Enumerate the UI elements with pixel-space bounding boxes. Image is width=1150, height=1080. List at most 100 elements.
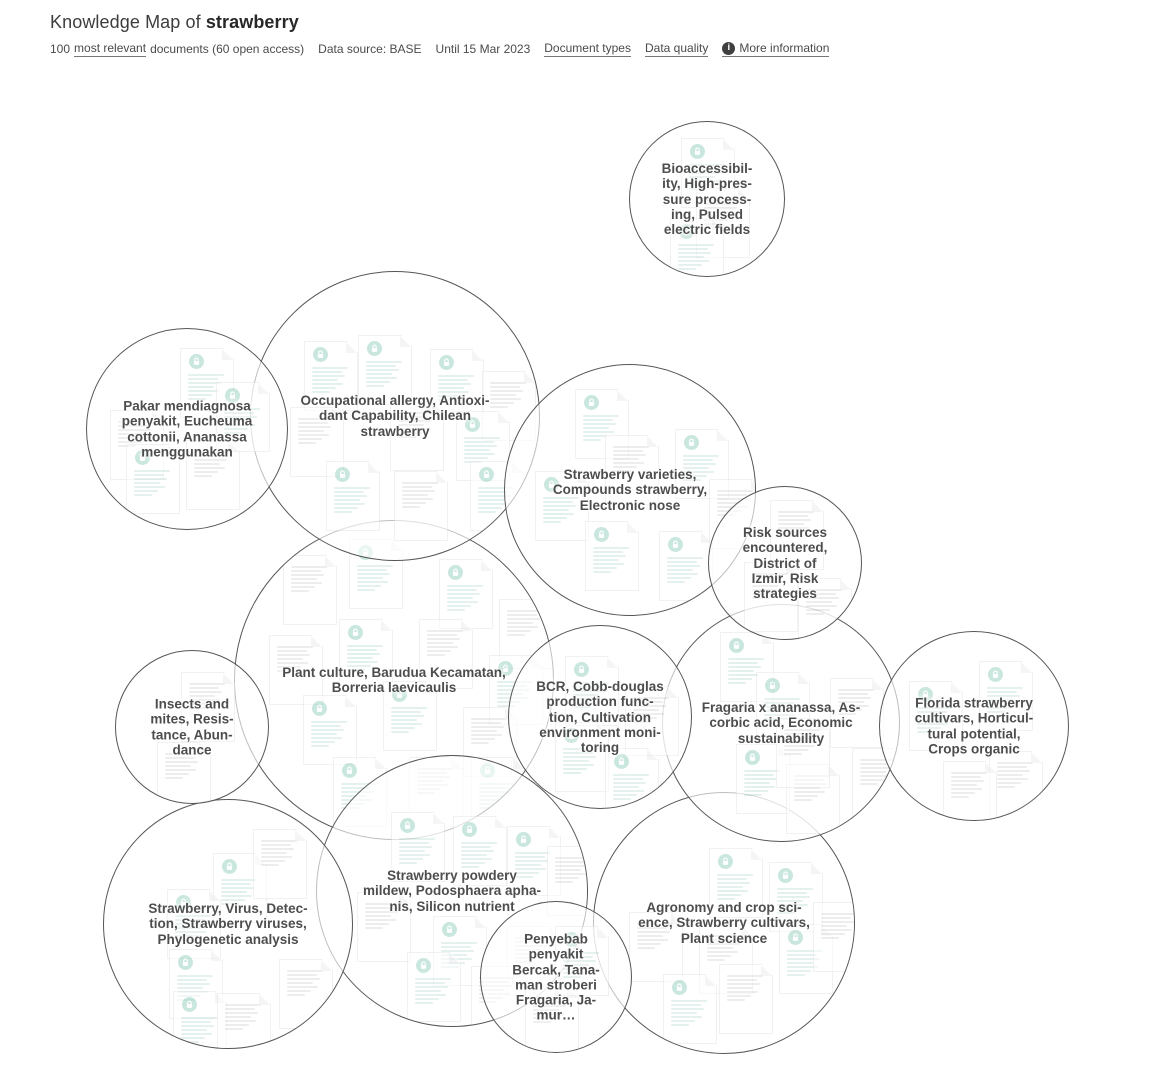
document-icon[interactable]	[126, 444, 180, 514]
document-icon[interactable]	[279, 959, 333, 1029]
document-icon[interactable]	[357, 892, 411, 962]
document-icon[interactable]	[269, 635, 323, 705]
doc-text-line	[478, 507, 502, 509]
document-icon[interactable]	[979, 661, 1033, 731]
doc-text-line	[427, 642, 453, 644]
document-icon[interactable]	[813, 902, 854, 972]
document-icon[interactable]	[629, 912, 683, 982]
document-icon[interactable]	[358, 335, 412, 405]
document-icon[interactable]	[830, 678, 884, 748]
page-fold-icon	[475, 917, 486, 928]
doc-text-line	[784, 753, 802, 755]
doc-text-line	[583, 423, 616, 425]
open-access-lock-icon	[178, 955, 193, 970]
more-information-link[interactable]: i More information	[722, 41, 830, 57]
document-icon[interactable]	[943, 761, 997, 820]
bubble-fragaria-x-ananassa[interactable]: Fragaria x ananassa, As- corbic acid, Ec…	[662, 604, 900, 842]
doc-text-line	[838, 713, 856, 715]
document-icon[interactable]	[253, 829, 307, 899]
document-icon[interactable]	[909, 681, 963, 751]
document-icon[interactable]	[776, 718, 830, 788]
document-icon[interactable]	[989, 751, 1043, 820]
doc-text-line	[671, 1008, 704, 1010]
document-icon[interactable]	[555, 722, 609, 792]
doc-text-line	[391, 711, 421, 713]
document-icon[interactable]	[798, 578, 852, 639]
document-icon[interactable]	[769, 862, 823, 932]
doc-text-line	[787, 974, 805, 976]
doc-text-line	[225, 1028, 243, 1030]
open-access-lock-icon	[684, 435, 699, 450]
document-icon[interactable]	[659, 531, 713, 601]
document-icon[interactable]	[181, 672, 235, 742]
document-icon[interactable]	[303, 695, 357, 765]
document-icon[interactable]	[304, 341, 358, 411]
document-icon[interactable]	[555, 926, 609, 996]
document-icon[interactable]	[605, 435, 659, 505]
bubble-pakar-mendiagnosa[interactable]: Pakar mendiagnosa penyakit, Eucheuma cot…	[86, 328, 288, 530]
bubble-penyebab-penyakit[interactable]: Penyebab penyakit Bercak, Tana- man stro…	[480, 901, 632, 1053]
document-icon[interactable]	[709, 848, 763, 918]
open-access-lock-icon	[348, 625, 363, 640]
doc-text-line	[671, 1024, 689, 1026]
most-relevant-link[interactable]: most relevant	[74, 41, 147, 57]
document-icon[interactable]	[217, 993, 271, 1048]
doc-text-line	[784, 737, 817, 739]
doc-text-line	[441, 950, 474, 952]
document-icon[interactable]	[770, 500, 824, 570]
doc-text-line	[683, 479, 701, 481]
doc-text-line	[188, 394, 212, 396]
document-icon[interactable]	[326, 461, 380, 531]
doc-text-line	[298, 418, 334, 420]
document-icon[interactable]	[625, 686, 679, 756]
title-prefix: Knowledge Map of	[50, 12, 206, 32]
document-icon[interactable]	[744, 562, 798, 632]
document-icon[interactable]	[391, 812, 445, 882]
bubble-risk-sources[interactable]: Risk sources encountered, District of Iz…	[708, 486, 862, 640]
doc-text-line	[727, 991, 758, 993]
bubble-insects-and-mites[interactable]: Insects and mites, Resis- tance, Abun- d…	[115, 650, 269, 804]
document-icon[interactable]	[339, 619, 393, 689]
document-icon[interactable]	[852, 748, 899, 818]
document-icon[interactable]	[439, 559, 493, 629]
bubble-occupational-allergy[interactable]: Occupational allergy, Antioxi- dant Capa…	[250, 271, 540, 561]
doc-text-line	[533, 1001, 563, 1003]
doc-text-line	[118, 421, 154, 423]
doc-text-line	[188, 398, 206, 400]
bubble-bcr-cobb-douglas[interactable]: BCR, Cobb-douglas production func- tion,…	[508, 625, 692, 809]
document-icon[interactable]	[419, 619, 473, 689]
bubble-agronomy-crop-science[interactable]: Agronomy and crop sci- ence, Strawberry …	[593, 792, 855, 1054]
document-icon[interactable]	[535, 471, 589, 541]
doc-text-line	[291, 570, 321, 572]
doc-text-line	[752, 573, 788, 575]
document-icon[interactable]	[575, 389, 629, 459]
document-icon[interactable]	[157, 742, 211, 803]
doc-text-line	[997, 786, 1015, 788]
doc-text-line	[188, 374, 224, 376]
document-types-link[interactable]: Document types	[544, 41, 631, 57]
page-fold-icon	[761, 965, 772, 976]
document-icon[interactable]	[670, 218, 724, 276]
doc-text-line	[402, 502, 426, 504]
document-icon[interactable]	[663, 974, 717, 1044]
document-icon[interactable]	[565, 656, 619, 726]
document-icon[interactable]	[605, 748, 659, 808]
document-icon[interactable]	[719, 964, 773, 1034]
doc-text-line	[752, 593, 776, 595]
document-icon[interactable]	[525, 986, 579, 1052]
document-icon[interactable]	[383, 681, 437, 751]
document-icon[interactable]	[394, 471, 448, 541]
document-icon[interactable]	[283, 555, 337, 625]
document-icon[interactable]	[390, 401, 444, 471]
doc-text-line	[118, 437, 149, 439]
document-icon[interactable]	[453, 816, 507, 886]
doc-text-line	[717, 890, 748, 892]
document-icon[interactable]	[186, 440, 240, 510]
bubble-florida-strawberry[interactable]: Florida strawberry cultivars, Horticul- …	[879, 631, 1069, 821]
bubble-strawberry-virus[interactable]: Strawberry, Virus, Detec- tion, Strawber…	[103, 799, 353, 1049]
doc-text-line	[497, 705, 515, 707]
data-quality-link[interactable]: Data quality	[644, 41, 709, 57]
bubble-bioaccessibility[interactable]: Bioaccessibil- ity, High-pres- sure proc…	[629, 121, 785, 277]
document-icon[interactable]	[407, 952, 461, 1022]
document-icon[interactable]	[585, 521, 639, 591]
